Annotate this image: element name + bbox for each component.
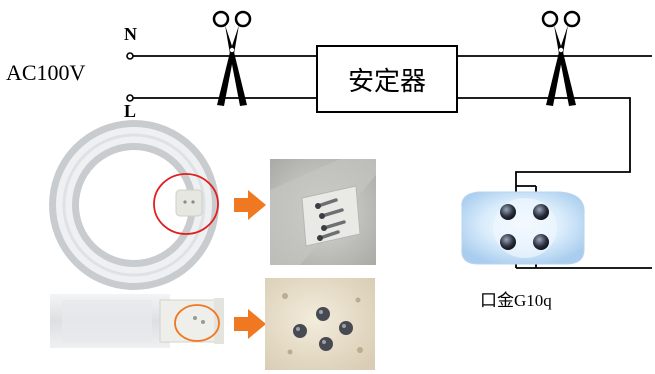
ballast-label: 安定器 [347,66,426,97]
circular-lamp-photo [36,120,236,290]
neutral-terminal [126,52,134,60]
line-label: L [124,101,137,121]
socket-pin-hole [500,234,516,250]
circular-lamp-pins-closeup [270,159,376,265]
socket-pin-hole [500,204,516,220]
neutral-label: N [124,24,137,44]
compact-lamp-photo [50,294,224,348]
ballast-box: 安定器 [316,45,458,113]
arrow-right-icon [234,309,266,339]
socket-label: 口金G10q [480,291,552,310]
scissors-icon [541,10,581,106]
socket-pin-hole [533,204,549,220]
socket-photo [461,191,585,265]
compact-lamp-base-marker [174,304,220,342]
source-voltage-label: AC100V [6,60,86,85]
line-terminal [126,94,134,102]
arrow-right-icon [234,190,266,220]
scissors-icon [212,10,252,106]
socket-pin-hole [533,234,549,250]
compact-lamp-pins-closeup [265,278,375,370]
circular-lamp-base-marker [153,173,219,235]
